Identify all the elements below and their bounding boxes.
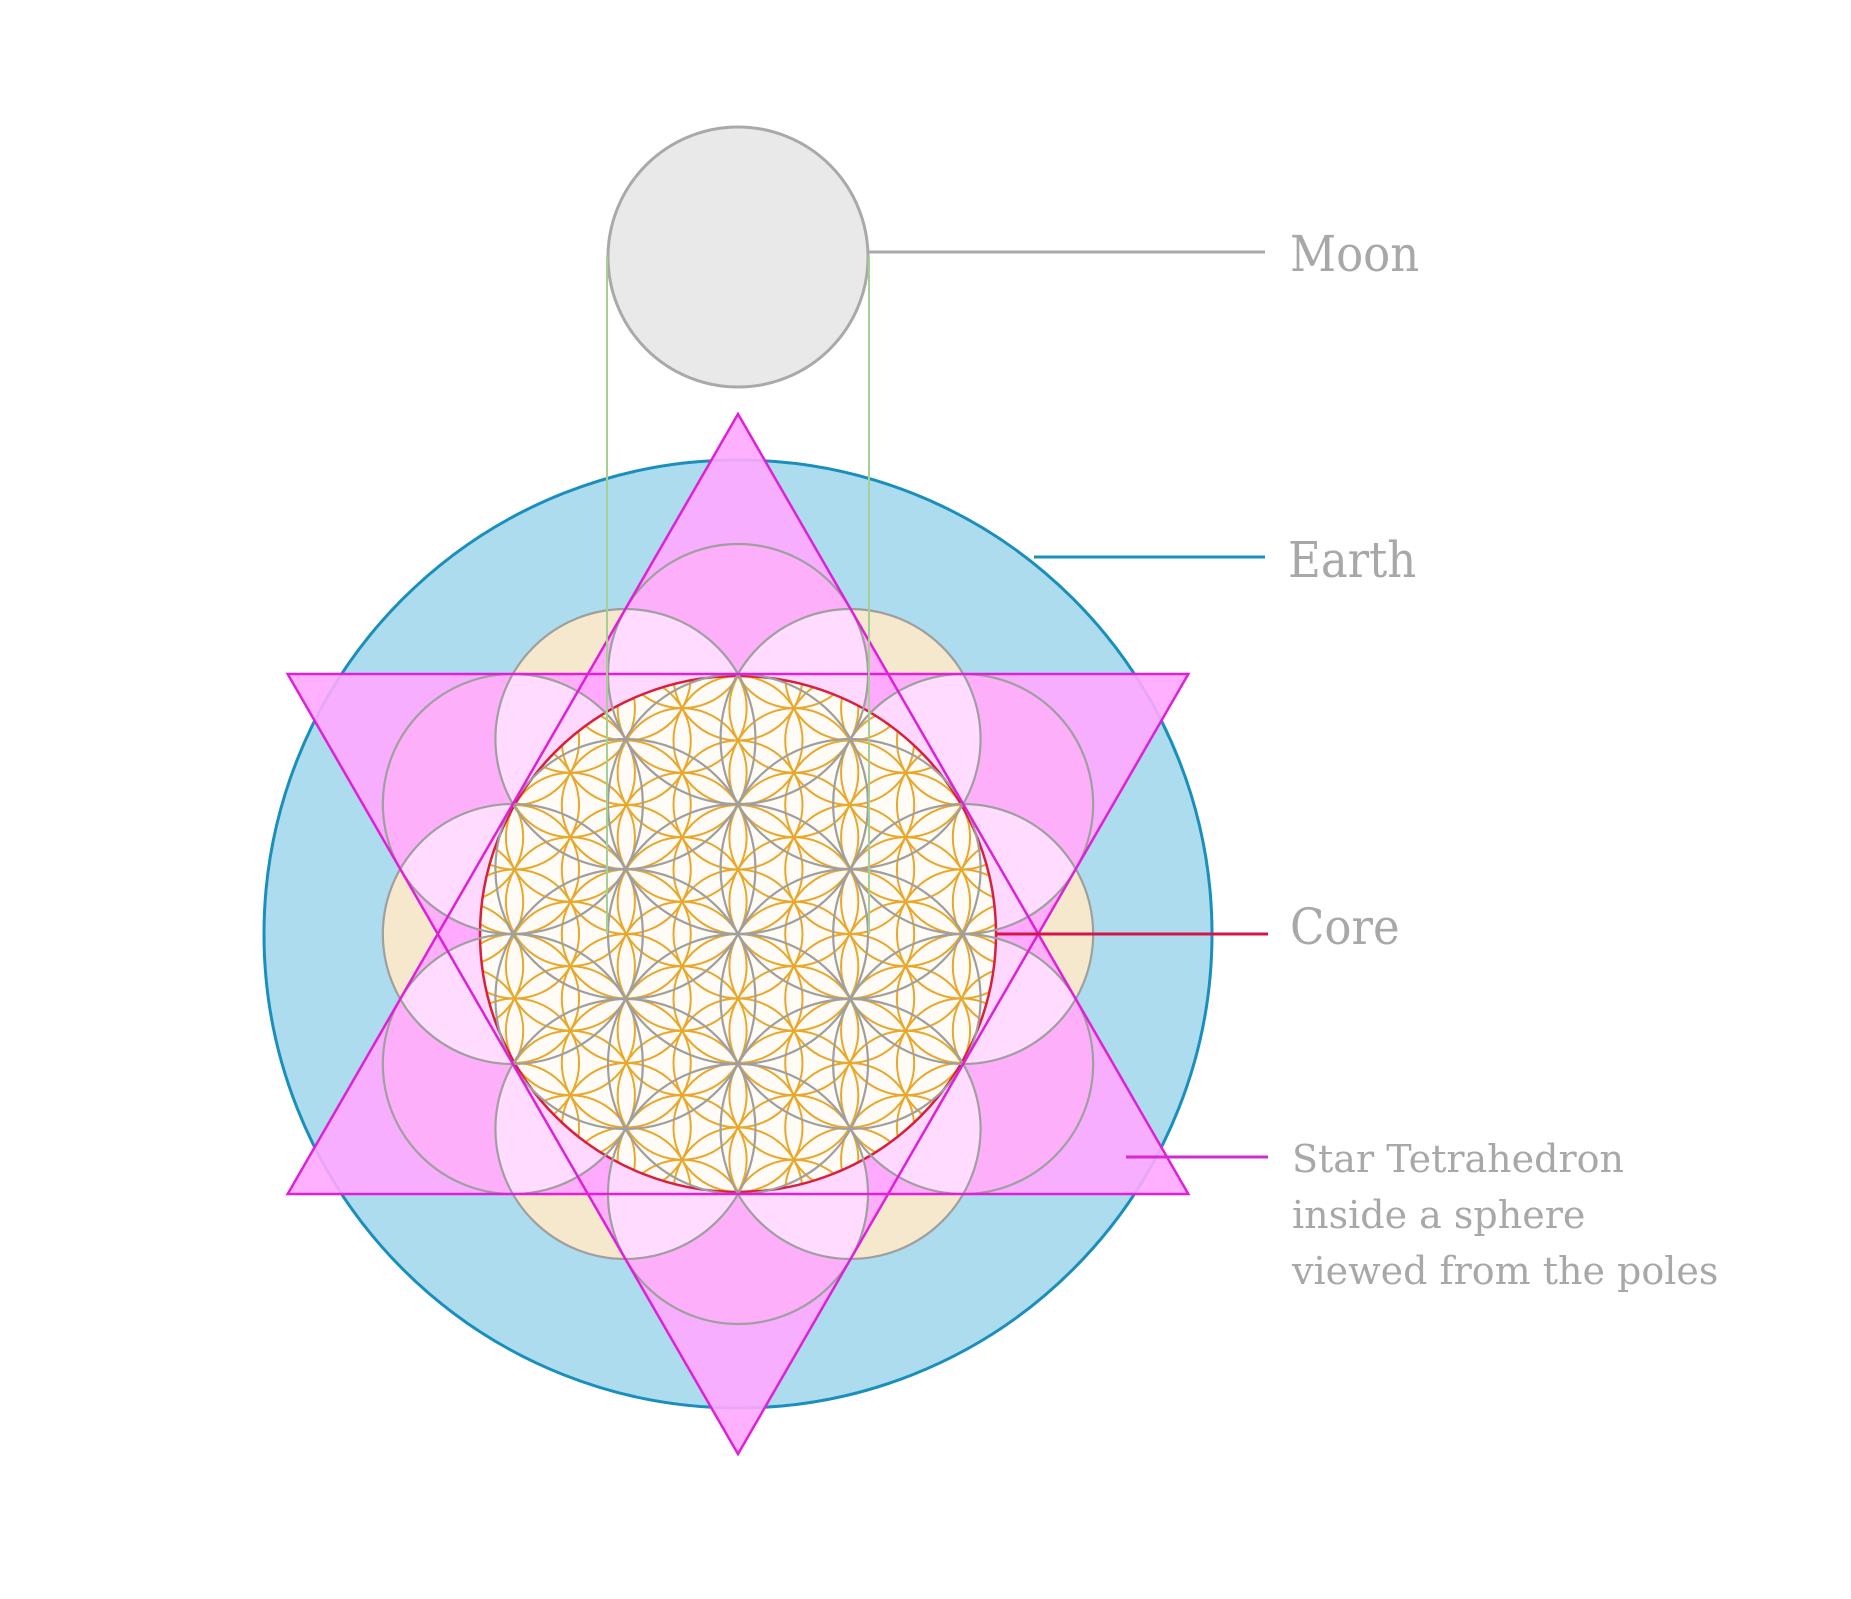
star-outline-up [285,411,1191,1196]
core-flower-circle [616,676,748,774]
star-label-line-1: Star Tetrahedron [1292,1137,1624,1181]
core-flower-circle [951,836,996,968]
star-tetrahedron-outline [285,411,1191,1457]
star-label-line-3: viewed from the poles [1291,1249,1718,1293]
moon-label: Moon [1290,225,1419,283]
star-outline-down [285,672,1191,1457]
core-flower-circle [480,771,525,903]
core-flower-circle [728,676,860,710]
core-flower-circle [728,676,860,774]
core-flower-circle [951,965,996,1097]
core-label: Core [1290,898,1400,956]
earth-label: Earth [1288,531,1416,589]
core-flower-circle [480,900,525,1032]
core-flower-circle [480,965,525,1097]
core-flower-circle [951,771,996,903]
core-flower-circle [616,676,748,710]
star-label-line-2: inside a sphere [1292,1193,1585,1237]
core-flower-circle [480,836,525,968]
core-lens [729,676,803,709]
core-flower-pattern [480,676,996,1192]
core-flower-circle [951,900,996,1032]
moon-circle [606,125,870,389]
core-lens [673,676,747,709]
core-flower-circle [672,676,804,742]
